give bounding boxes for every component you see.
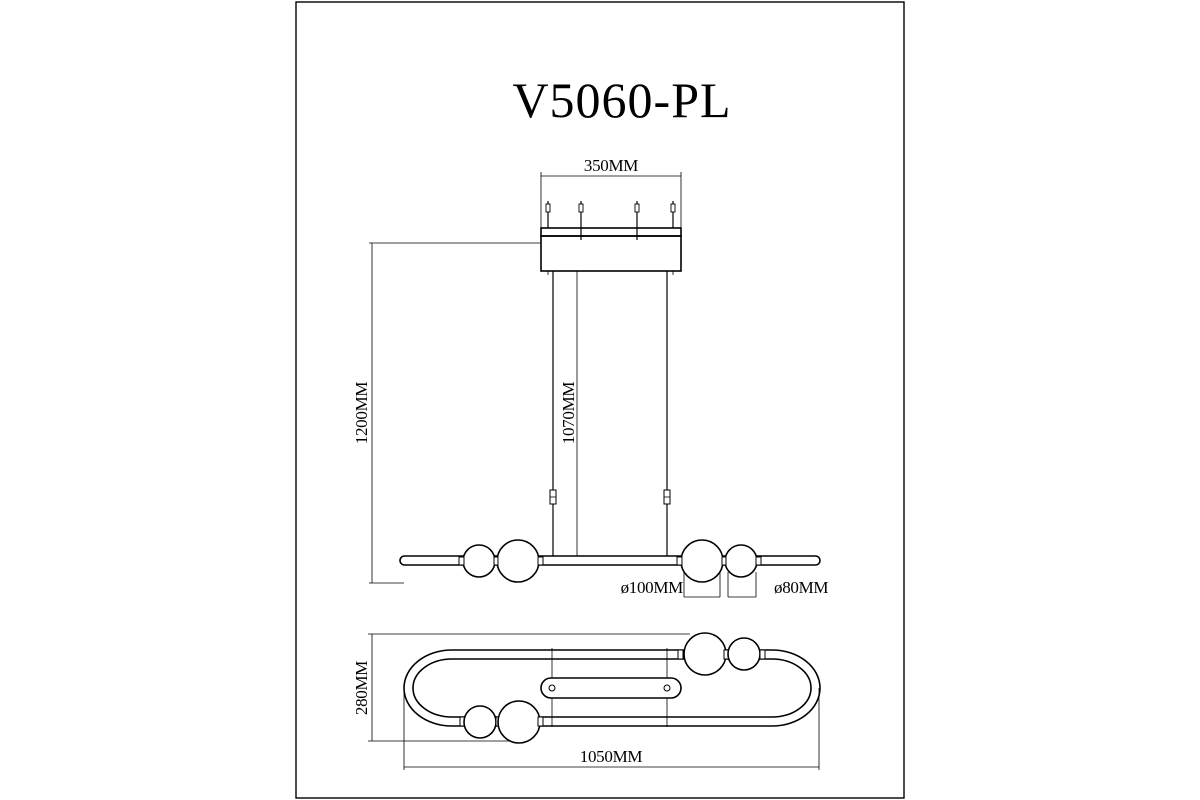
canopy: [540, 227, 682, 275]
page-border: [295, 1, 905, 799]
left-globes-top: [459, 700, 544, 744]
right-globes-front: [676, 539, 762, 583]
total-height-dimension: 1200MM: [352, 242, 541, 584]
globe-diameter-dimensions: ø100MM ø80MM: [621, 572, 829, 598]
canopy-width-dimension: 350MM: [540, 156, 682, 236]
small-globe-label: ø80MM: [774, 578, 828, 597]
cable-length-dimension: 1070MM: [553, 270, 578, 556]
cable-length-label: 1070MM: [559, 382, 578, 445]
suspension-cables: [549, 271, 671, 556]
right-globes-top: [677, 632, 766, 676]
large-globe-label: ø100MM: [621, 578, 684, 597]
top-length-label: 1050MM: [580, 747, 643, 766]
top-depth-label: 280MM: [352, 661, 371, 715]
total-height-label: 1200MM: [352, 382, 371, 445]
canopy-width-label: 350MM: [584, 156, 638, 175]
model-title: V5060-PL: [512, 72, 731, 128]
top-depth-dimension: 280MM: [352, 633, 690, 742]
left-globes-front: [458, 539, 544, 583]
top-length-dimension: 1050MM: [403, 688, 820, 770]
canopy-screws: [545, 201, 676, 240]
canopy-top-view: [540, 648, 682, 727]
fixture-body-top: [403, 649, 821, 727]
